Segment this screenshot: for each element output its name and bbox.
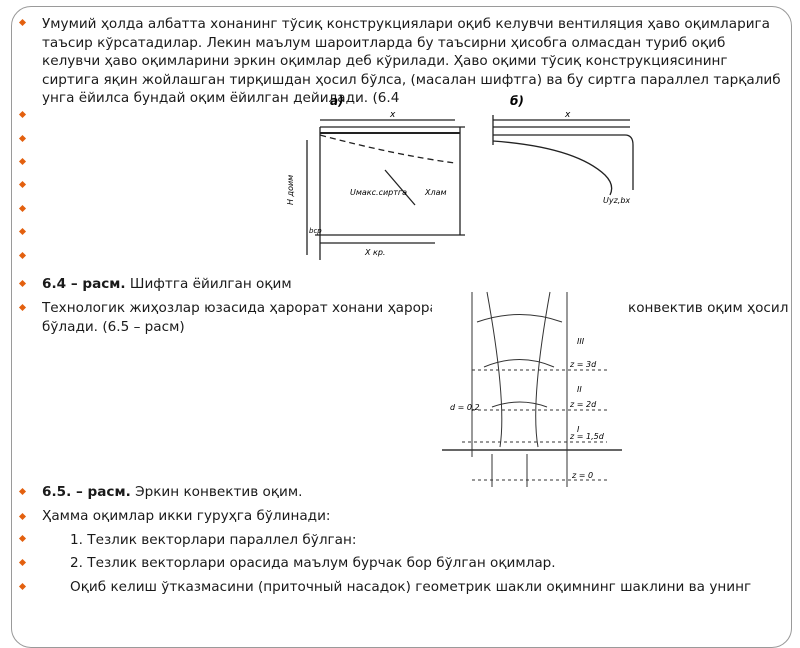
figure-left-small: bcp <box>309 227 322 235</box>
caption-number: 6.5. – расм. <box>42 484 131 500</box>
zone-ii-label: II <box>577 385 582 394</box>
list-item-1: 1. Тезлик векторлари параллел бўлган: <box>70 532 357 548</box>
level-z3: z = 1,5d <box>569 432 605 441</box>
figure-x-label-b: x <box>564 110 571 120</box>
caption-figure-6-5: 6.5. – расм. Эркин конвектив оқим. <box>42 483 302 502</box>
level-z0: z = 0 <box>571 471 593 480</box>
figure-right-label: Uyz,bx <box>603 196 630 205</box>
level-z1: z = 3d <box>569 360 597 369</box>
level-z2: z = 2d <box>569 400 597 409</box>
groups-intro: Ҳамма оқимлар икки гуруҳга бўлинади: <box>42 508 331 524</box>
zone-i-label: I <box>577 425 580 434</box>
zone-iii-label: III <box>577 337 585 346</box>
figure-convective-plume: III II I z = 3d z = 2d z = 1,5d z = 0 d … <box>432 282 628 494</box>
paragraph-convective-line1-end: конвектив оқим ҳосил <box>628 300 789 316</box>
figure-bottom-label: X кр. <box>364 248 385 257</box>
caption-text: Эркин конвектив оқим. <box>130 484 303 500</box>
caption-number: 6.4 – расм. <box>42 276 126 292</box>
figure-u-label: Uмакс.сиртга <box>350 188 407 197</box>
list-item-2: 2. Тезлик векторлари орасида маълум бурч… <box>70 555 556 571</box>
slide-frame <box>11 6 792 648</box>
caption-figure-6-4: 6.4 – расм. Шифтга ёйилган оқим <box>42 275 292 294</box>
diameter-label: d = 0,2 <box>450 403 480 412</box>
figure-ceiling-jet: а) б) x x Uмакс.сиртга Хлам X кр. bcp H … <box>286 94 634 260</box>
paragraph-convective-line2: бўлади. (6.5 – расм) <box>42 319 185 335</box>
paragraph-jet-definition: Умумий ҳолда албатта хонанинг тўсиқ конс… <box>42 16 781 106</box>
figure-x-label-a: x <box>389 110 396 120</box>
figure-side-label: H доим <box>286 175 295 205</box>
paragraph-convective-line1: Технологик жиҳозлар юзасида ҳарорат хона… <box>42 300 462 316</box>
figure-label-b: б) <box>510 94 524 108</box>
figure-u-sub: Хлам <box>424 188 447 197</box>
figure-label-a: а) <box>330 94 344 108</box>
caption-text: Шифтга ёйилган оқим <box>125 276 292 292</box>
nozzle-line: Оқиб келиш ўтказмасини (приточный насадо… <box>70 579 752 595</box>
